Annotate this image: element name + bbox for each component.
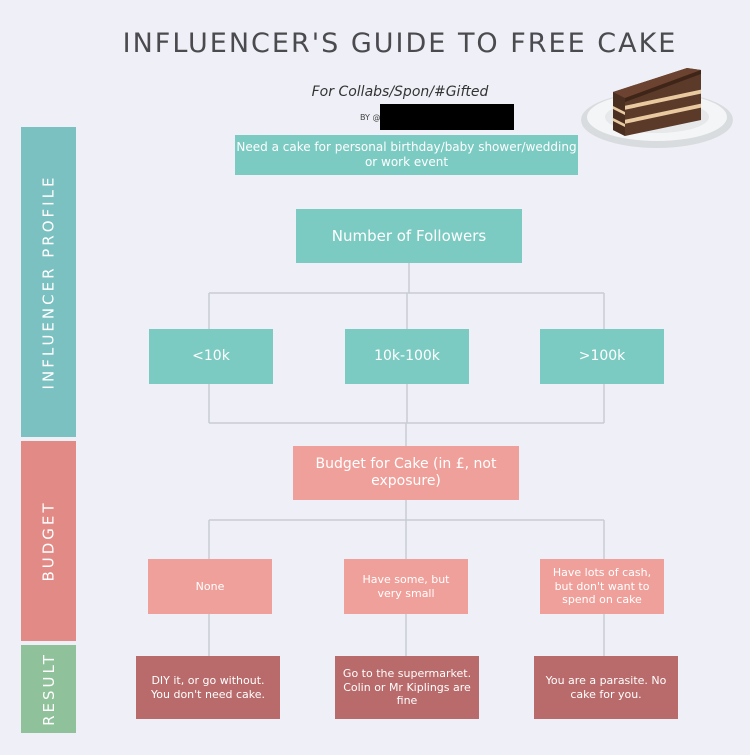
node-result-diy: DIY it, or go without. You don't need ca… (136, 656, 280, 719)
sidebar-budget: BUDGET (21, 441, 76, 641)
node-need-cake: Need a cake for personal birthday/baby s… (235, 135, 578, 175)
page-title: INFLUENCER'S GUIDE TO FREE CAKE (122, 28, 678, 59)
node-budget-lots: Have lots of cash, but don't want to spe… (540, 559, 664, 614)
sidebar-result: RESULT (21, 645, 76, 733)
cake-slice-icon (581, 68, 733, 148)
node-followers-10k-100k: 10k-100k (345, 329, 469, 384)
node-number-of-followers: Number of Followers (296, 209, 522, 263)
sidebar-influencer-profile: INFLUENCER PROFILE (21, 127, 76, 437)
node-followers-over-100k: >100k (540, 329, 664, 384)
node-budget-some: Have some, but very small (344, 559, 468, 614)
node-budget-for-cake: Budget for Cake (in £, not exposure) (293, 446, 519, 500)
redaction-bar (380, 104, 514, 130)
node-result-supermarket: Go to the supermarket. Colin or Mr Kipli… (335, 656, 479, 719)
node-budget-none: None (148, 559, 272, 614)
page-subtitle: For Collabs/Spon/#Gifted (311, 84, 489, 100)
node-result-parasite: You are a parasite. No cake for you. (534, 656, 678, 719)
node-followers-under-10k: <10k (149, 329, 273, 384)
byline: BY @ (360, 113, 381, 122)
